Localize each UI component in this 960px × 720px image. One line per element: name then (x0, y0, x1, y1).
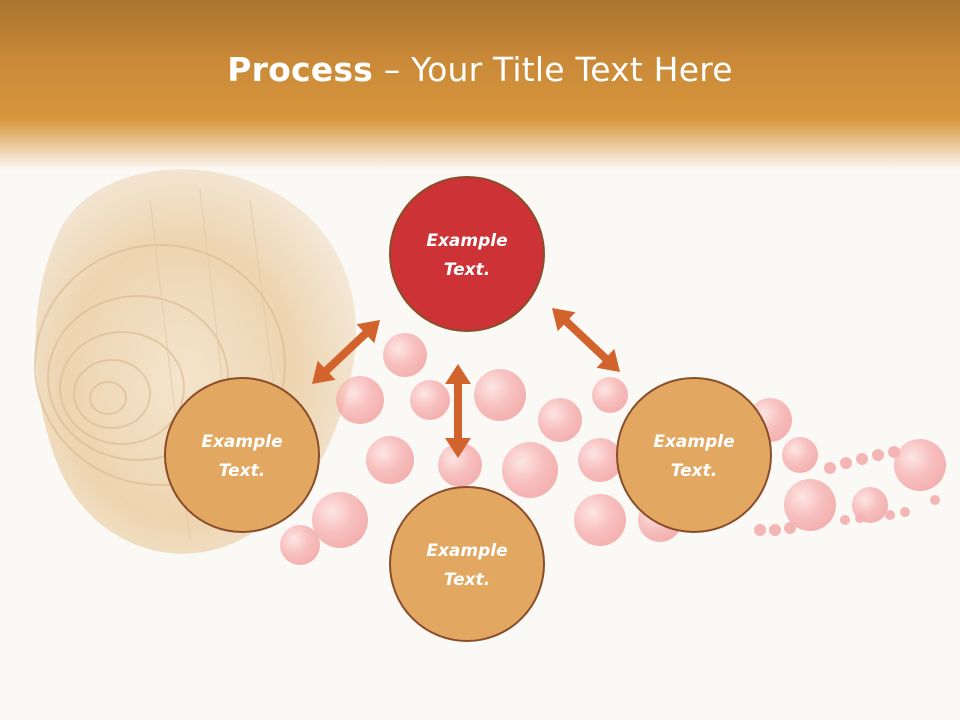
arrows (312, 308, 620, 458)
node-circle (389, 176, 545, 332)
nodes: ExampleText.ExampleText.ExampleText.Exam… (164, 176, 772, 642)
node-circle (164, 377, 320, 533)
node-text-line2: Text. (444, 260, 490, 280)
node-text-line1: Example (201, 432, 282, 452)
title-bar (0, 0, 960, 170)
node-text-line2: Text. (219, 461, 265, 481)
arrow-top-bottom (445, 364, 471, 458)
node-text-line2: Text. (671, 461, 717, 481)
title-rest: – Your Title Text Here (373, 50, 733, 89)
node-text-line1: Example (426, 231, 507, 251)
node-text-line1: Example (426, 541, 507, 561)
arrow-top-left (312, 320, 380, 384)
node-circle (616, 377, 772, 533)
node-circle (389, 486, 545, 642)
node-text-line2: Text. (444, 570, 490, 590)
slide-title: Process – Your Title Text Here (0, 50, 960, 89)
title-bold: Process (227, 50, 374, 89)
beads-illustration (280, 333, 946, 565)
arrow-top-right (552, 308, 620, 372)
node-text-line1: Example (653, 432, 734, 452)
